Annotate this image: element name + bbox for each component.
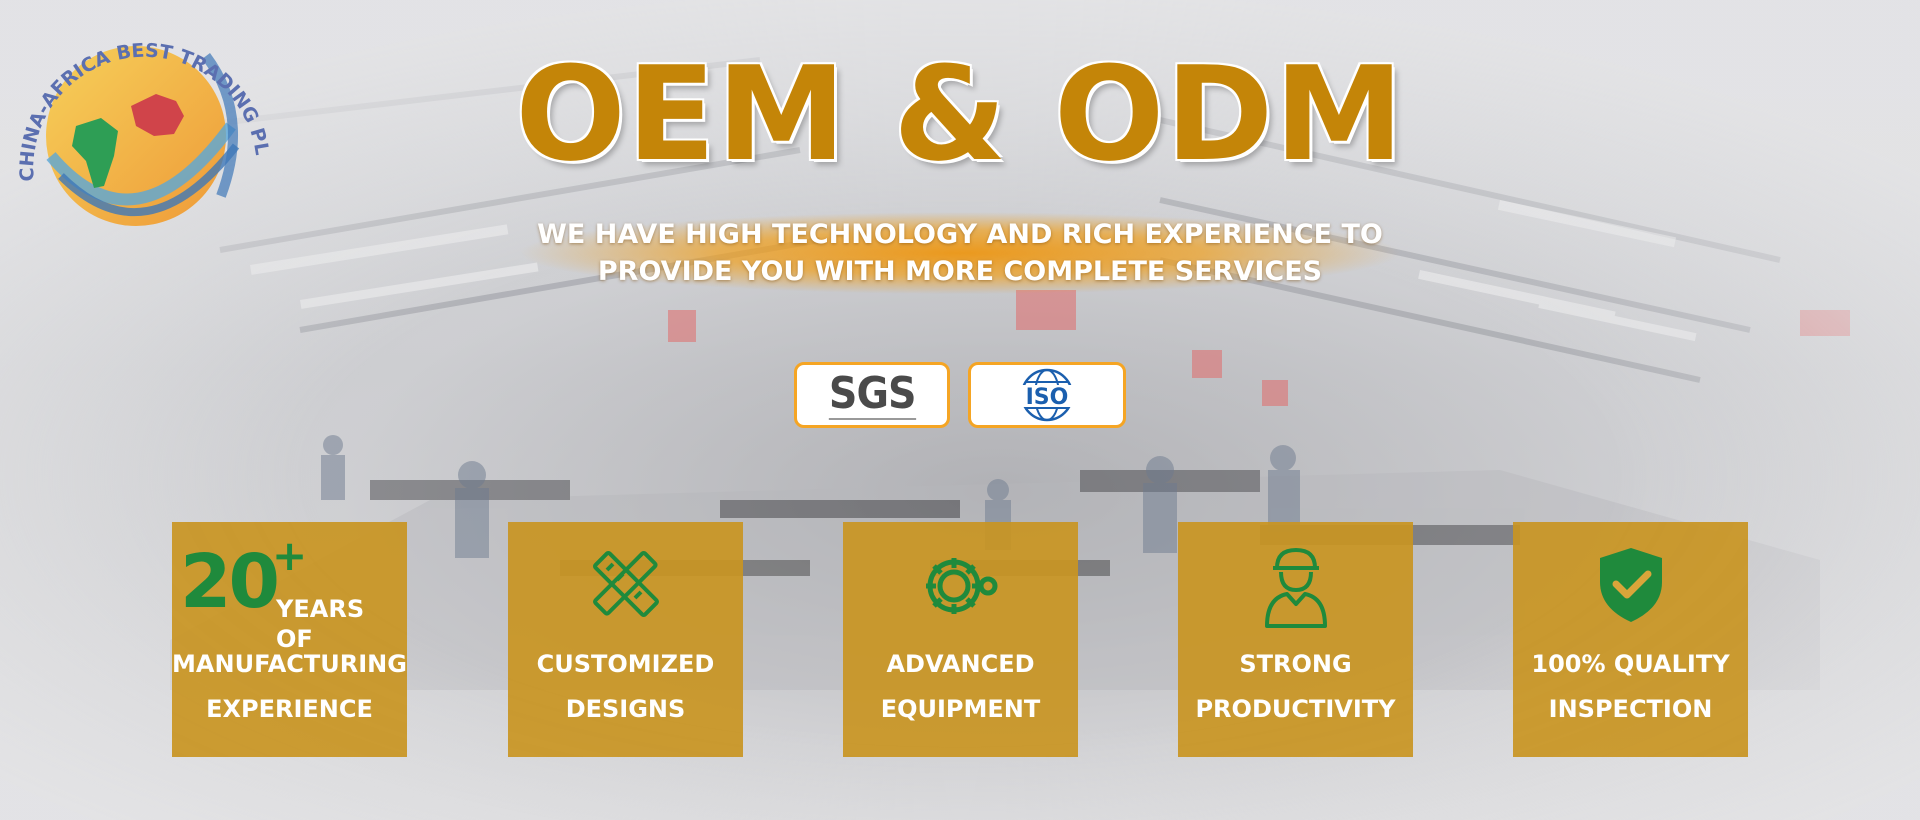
feature-label-line-1: CUSTOMIZED [536,650,715,678]
feature-card-experience: 20 + YEARS OF MANUFACTURING EXPERIENCE [172,522,407,757]
years-of-label: YEARS OF [276,595,365,653]
gear-icon [925,558,997,614]
feature-label-line-1: 100% QUALITY [1531,650,1730,678]
feature-label-line-2: INSPECTION [1548,695,1713,723]
sgs-certification-badge: SGS [794,362,950,428]
company-logo: CHINA-AFRICA BEST TRADING PLATFORM [6,6,273,226]
feature-label-line-1: MANUFACTURING [172,650,407,678]
feature-label-line-1: STRONG [1239,650,1352,678]
page-title: OEM & ODM [515,38,1405,190]
africa-shape [72,118,118,188]
subtitle: WE HAVE HIGH TECHNOLOGY AND RICH EXPERIE… [0,216,1920,290]
feature-card-customized-designs: CUSTOMIZED DESIGNS [508,522,743,757]
feature-label-line-1: ADVANCED [886,650,1035,678]
china-shape [131,94,184,136]
feature-label-line-2: DESIGNS [565,695,686,723]
years-number: 20 [180,539,280,625]
subtitle-line-2: PROVIDE YOU WITH MORE COMPLETE SERVICES [597,256,1323,287]
feature-label: STRONG PRODUCTIVITY [1178,642,1413,732]
iso-logo-icon: ISO [1015,368,1079,422]
feature-label: ADVANCED EQUIPMENT [843,642,1078,732]
feature-card-strong-productivity: STRONG PRODUCTIVITY [1178,522,1413,757]
iso-certification-badge: ISO [968,362,1126,428]
subtitle-highlight [520,212,1400,294]
svg-text:ISO: ISO [1026,385,1069,410]
sgs-logo-icon: SGS [828,368,916,420]
feature-card-advanced-equipment: ADVANCED EQUIPMENT [843,522,1078,757]
years-plus: + [272,531,308,580]
feature-label-line-2: EXPERIENCE [206,695,373,723]
shield-check-icon [1599,548,1662,622]
feature-label: 100% QUALITY INSPECTION [1513,642,1748,732]
worker-icon [1264,548,1327,628]
subtitle-line-1: WE HAVE HIGH TECHNOLOGY AND RICH EXPERIE… [537,219,1383,250]
feature-label-line-2: PRODUCTIVITY [1195,695,1396,723]
feature-label: CUSTOMIZED DESIGNS [508,642,743,732]
feature-label: MANUFACTURING EXPERIENCE [172,642,407,732]
feature-card-quality-inspection: 100% QUALITY INSPECTION [1513,522,1748,757]
pencil-ruler-icon [592,551,659,617]
feature-label-line-2: EQUIPMENT [880,695,1041,723]
